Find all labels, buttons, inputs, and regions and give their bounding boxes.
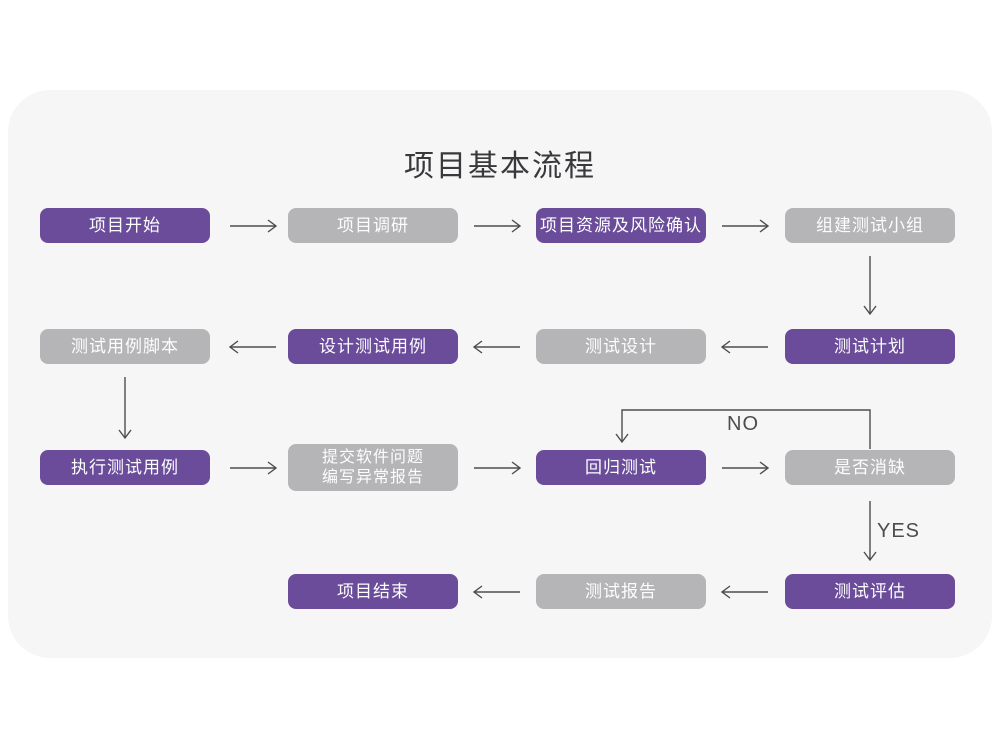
node-test-design: 测试设计 [536,329,706,364]
node-test-case-script: 测试用例脚本 [40,329,210,364]
node-project-start: 项目开始 [40,208,210,243]
page-title: 项目基本流程 [404,150,596,183]
edge-label-no: NO [727,413,759,435]
node-test-plan: 测试计划 [785,329,955,364]
node-execute-test-case: 执行测试用例 [40,450,210,485]
node-defect-cleared: 是否消缺 [785,450,955,485]
flowchart-card [8,90,992,658]
node-build-test-team: 组建测试小组 [785,208,955,243]
node-test-evaluation: 测试评估 [785,574,955,609]
node-project-end: 项目结束 [288,574,458,609]
node-submit-issue-report: 提交软件问题 编写异常报告 [288,444,458,491]
node-regression-test: 回归测试 [536,450,706,485]
node-design-test-case: 设计测试用例 [288,329,458,364]
edge-label-yes: YES [877,520,921,542]
node-test-report: 测试报告 [536,574,706,609]
node-project-research: 项目调研 [288,208,458,243]
node-resource-risk-confirm: 项目资源及风险确认 [536,208,706,243]
